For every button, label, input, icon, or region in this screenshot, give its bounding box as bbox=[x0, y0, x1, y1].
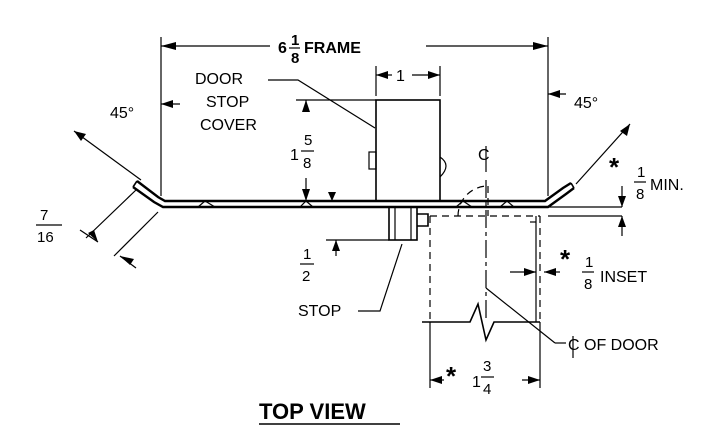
door-stop-cover-leader bbox=[268, 79, 376, 129]
min-num: 1 bbox=[637, 164, 645, 181]
stop-label: STOP bbox=[298, 303, 341, 320]
offset-num: 3 bbox=[483, 358, 491, 375]
angle-left-label: 45° bbox=[110, 105, 134, 122]
offset-dimension bbox=[429, 322, 541, 388]
stop-leader bbox=[358, 243, 403, 312]
angle-right-label: 45° bbox=[574, 95, 598, 112]
frame-width-word: FRAME bbox=[304, 40, 361, 57]
frame-width-num: 1 bbox=[291, 32, 299, 49]
cl-door-text: OF DOOR bbox=[584, 337, 659, 354]
door-stop-cover-shape bbox=[368, 99, 447, 202]
angle-left-dimension bbox=[73, 100, 180, 181]
offset-den: 4 bbox=[483, 381, 491, 398]
min-dimension bbox=[618, 186, 626, 236]
cover-depth-num: 5 bbox=[304, 132, 312, 149]
min-den: 8 bbox=[636, 186, 644, 203]
door-stop-cover-line1: DOOR bbox=[195, 71, 243, 88]
min-word: MIN. bbox=[650, 177, 684, 194]
stop-height-num: 1 bbox=[303, 246, 311, 263]
cover-depth-dimension bbox=[296, 99, 376, 201]
inset-den: 8 bbox=[584, 276, 592, 293]
angle-right-dimension bbox=[548, 90, 631, 185]
cover-depth-den: 8 bbox=[303, 155, 311, 172]
view-title: TOP VIEW bbox=[259, 399, 366, 424]
bevel-den: 16 bbox=[37, 229, 54, 246]
inset-star: * bbox=[560, 244, 571, 274]
inset-num: 1 bbox=[585, 254, 593, 271]
bevel-num: 7 bbox=[40, 207, 48, 224]
cover-depth-whole: 1 bbox=[290, 147, 299, 164]
frame-width-den: 8 bbox=[291, 50, 299, 67]
min-star: * bbox=[609, 152, 620, 182]
offset-star: * bbox=[446, 361, 457, 391]
stop-shape bbox=[388, 206, 429, 241]
door-stop-cover-line3: COVER bbox=[200, 117, 257, 134]
stop-height-dimension bbox=[326, 239, 389, 256]
inset-word: INSET bbox=[600, 269, 647, 286]
stop-width-dimension bbox=[375, 66, 441, 96]
stop-width-label: 1 bbox=[396, 68, 405, 85]
cl-symbol-top: C bbox=[478, 147, 490, 164]
door-stop-cover-line2: STOP bbox=[206, 94, 249, 111]
inset-dimension bbox=[510, 268, 560, 276]
frame-profile bbox=[132, 180, 622, 217]
bevel-dimension bbox=[79, 189, 159, 269]
center-lines bbox=[485, 180, 566, 344]
stop-height-den: 2 bbox=[302, 268, 310, 285]
offset-whole: 1 bbox=[472, 374, 481, 391]
cl-door-symbol: C bbox=[568, 337, 580, 354]
frame-width-dimension bbox=[160, 37, 549, 196]
frame-width-whole: 6 bbox=[278, 40, 287, 57]
door-outline bbox=[422, 185, 541, 343]
